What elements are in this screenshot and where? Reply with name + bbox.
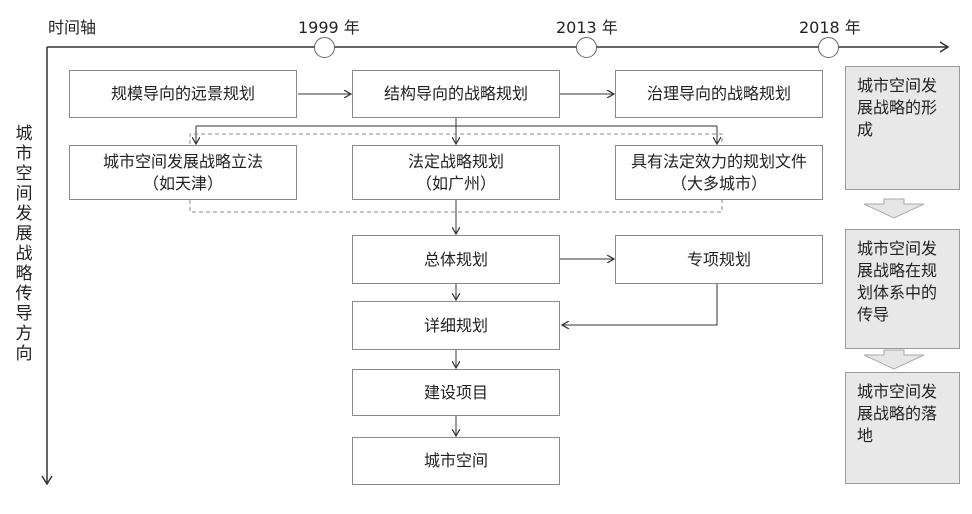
box-overall-plan: 总体规划 <box>352 235 560 284</box>
box-label: 法定战略规划 <box>407 151 504 171</box>
box-label: 总体规划 <box>423 249 488 269</box>
year-2013-marker <box>576 37 597 58</box>
box-sublabel: （如天津） <box>142 173 223 193</box>
box-construction-project: 建设项目 <box>352 369 560 416</box>
stage-label: 城市空间发展战略在规划体系中的传导 <box>857 239 938 324</box>
stage-label: 城市空间发展战略的形成 <box>857 76 938 139</box>
box-label: 城市空间 <box>423 451 488 470</box>
stage-implementation: 城市空间发展战略的落地 <box>845 372 960 484</box>
stage-formation: 城市空间发展战略的形成 <box>845 66 960 190</box>
year-2018: 2018 年 <box>799 18 861 37</box>
year-2013: 2013 年 <box>556 18 618 37</box>
box-detailed-plan: 详细规划 <box>352 301 560 350</box>
stage-transmission: 城市空间发展战略在规划体系中的传导 <box>845 229 960 349</box>
vertical-axis-arrow <box>41 475 53 486</box>
box-sublabel: （大多城市） <box>670 173 767 193</box>
box-urban-space: 城市空间 <box>352 437 560 485</box>
vertical-axis-label: 城市空间发展战略传导方向 <box>15 124 33 364</box>
year-1999: 1999 年 <box>298 18 360 37</box>
year-1999-marker <box>314 37 335 58</box>
box-label: 专项规划 <box>686 249 751 269</box>
box-statutory-strategy: 法定战略规划 （如广州） <box>352 145 560 200</box>
stage-label: 城市空间发展战略的落地 <box>857 382 938 445</box>
box-label: 城市空间发展战略立法 <box>102 151 263 171</box>
box-label: 建设项目 <box>423 382 488 402</box>
box-statutory-document: 具有法定效力的规划文件 （大多城市） <box>615 145 823 200</box>
timeline-label: 时间轴 <box>48 18 97 37</box>
box-label: 详细规划 <box>423 315 488 335</box>
box-strategy-legislation: 城市空间发展战略立法 （如天津） <box>69 145 297 200</box>
box-governance-oriented-plan: 治理导向的战略规划 <box>615 70 823 118</box>
box-label: 规模导向的远景规划 <box>110 84 255 103</box>
time-axis-arrow <box>939 41 950 53</box>
box-scale-oriented-plan: 规模导向的远景规划 <box>69 70 297 118</box>
box-label: 具有法定效力的规划文件 <box>630 151 807 171</box>
box-label: 治理导向的战略规划 <box>646 84 791 103</box>
box-special-plan: 专项规划 <box>615 235 823 284</box>
box-label: 结构导向的战略规划 <box>383 84 528 103</box>
box-sublabel: （如广州） <box>415 173 496 193</box>
box-structure-oriented-plan: 结构导向的战略规划 <box>352 70 560 118</box>
year-2018-marker <box>818 37 839 58</box>
